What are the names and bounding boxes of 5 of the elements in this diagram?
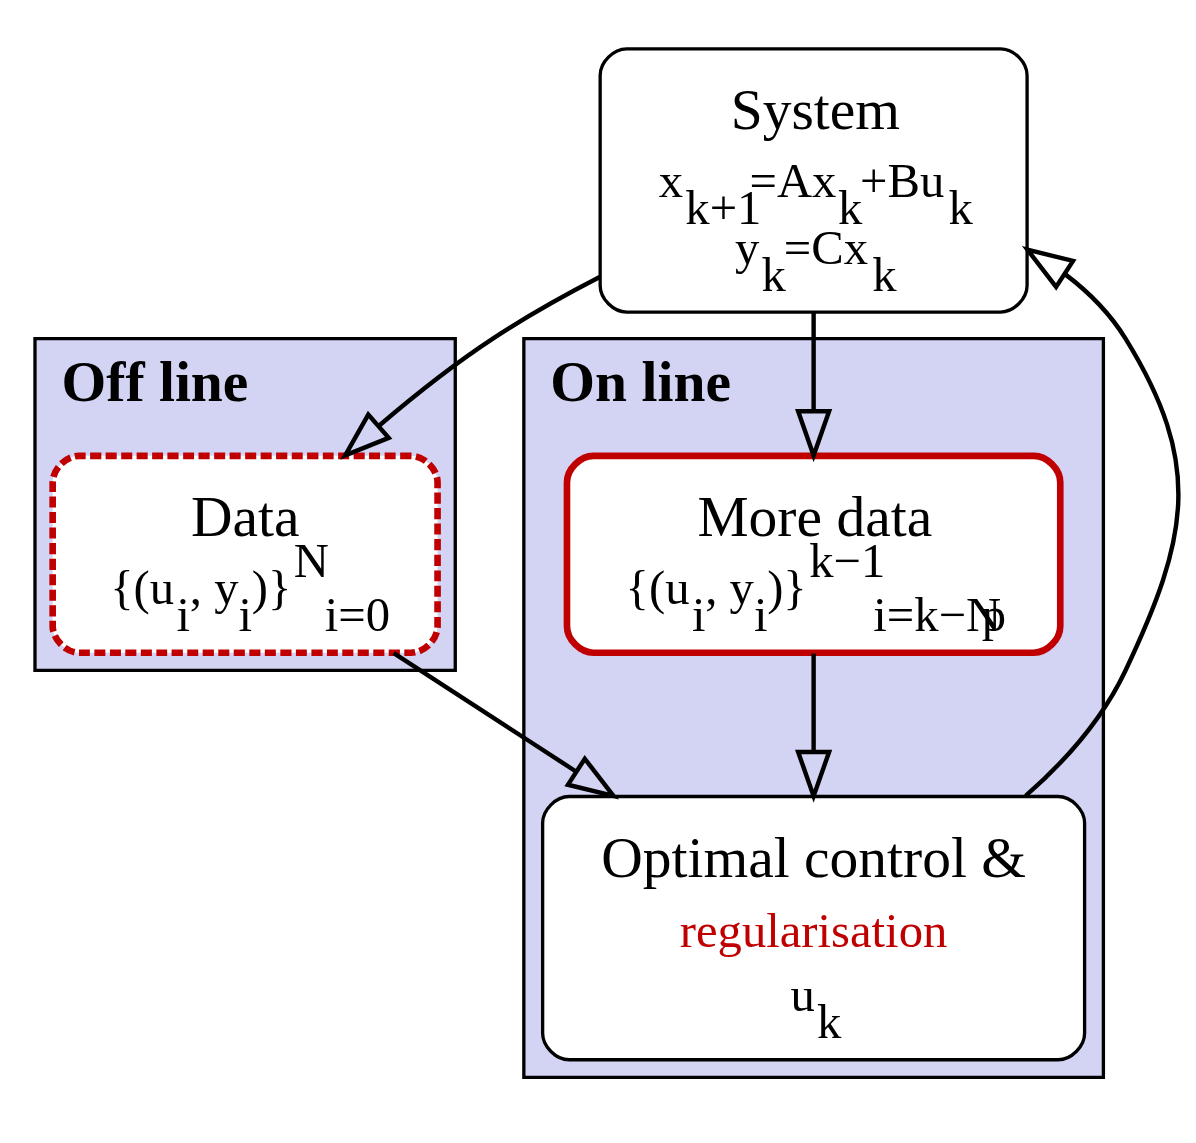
arrow <box>340 274 601 460</box>
arrow <box>795 312 833 462</box>
arrow <box>1021 245 1181 798</box>
arrow <box>795 653 833 803</box>
arrow <box>392 650 620 799</box>
